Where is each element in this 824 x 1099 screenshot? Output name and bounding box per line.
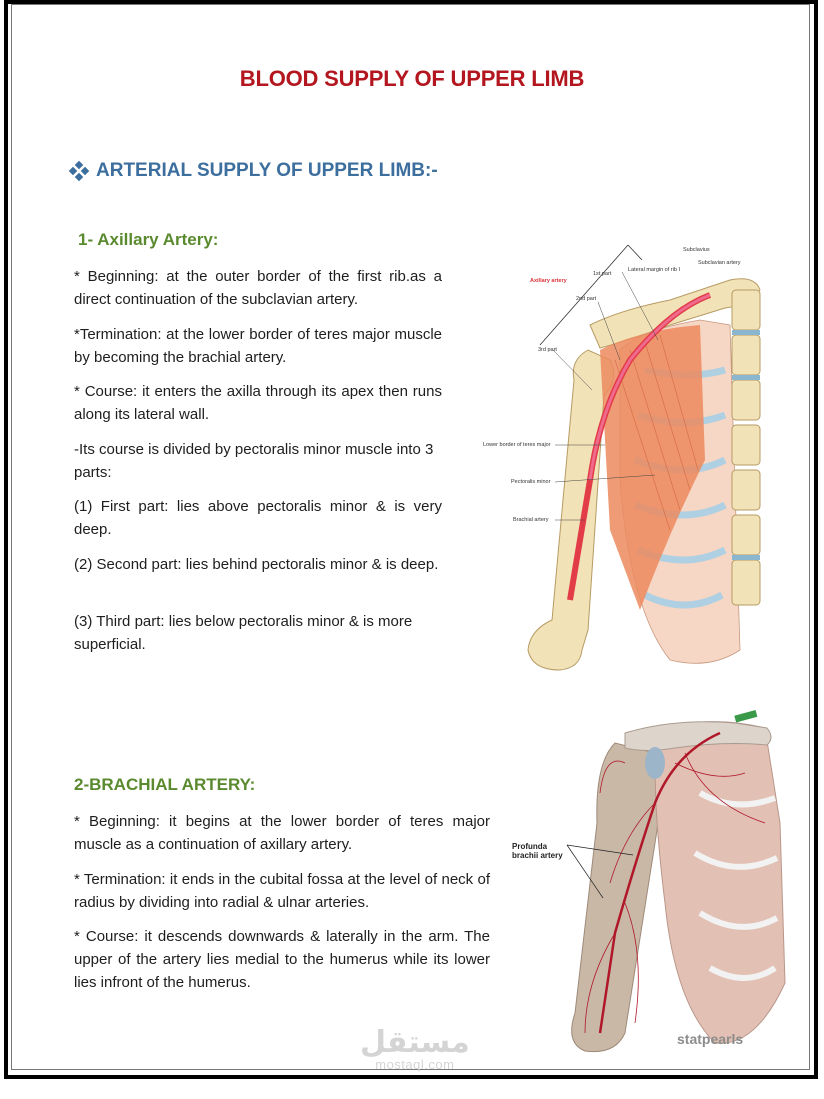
- axillary-course: * Course: it enters the axilla through i…: [74, 383, 442, 423]
- label-profunda: Profunda: [512, 842, 548, 851]
- axillary-divisions: -Its course is divided by pectoralis min…: [74, 441, 434, 481]
- page-border-outer: [4, 0, 818, 1079]
- label-lower-border-teres-major: Lower border of teres major: [483, 442, 551, 448]
- mostaql-watermark: مستقل mostaql.com: [360, 1025, 470, 1072]
- label-axillary-artery: Axillary artery: [530, 278, 567, 284]
- label-subclavius: Subclavius: [683, 247, 710, 253]
- label-subclavian-artery: Subclavian artery: [698, 260, 741, 266]
- label-pectoralis-minor: Pectoralis minor: [511, 479, 551, 485]
- watermark-arabic: مستقل: [360, 1025, 470, 1060]
- axillary-anatomy-illustration: [527, 244, 761, 671]
- axillary-termination: *Termination: at the lower border of ter…: [74, 326, 442, 366]
- label-brachial-artery: Brachial artery: [513, 517, 549, 523]
- label-brachii-artery: brachii artery: [512, 851, 563, 860]
- section-heading-text: ARTERIAL SUPPLY OF UPPER LIMB:-: [96, 160, 438, 181]
- section-heading: ARTERIAL SUPPLY OF UPPER LIMB:-: [68, 160, 438, 182]
- axillary-heading: 1- Axillary Artery:: [78, 230, 219, 249]
- axillary-artery-figure: Subclavius Subclavian artery Lateral mar…: [470, 230, 800, 685]
- brachial-anatomy-illustration: [566, 710, 786, 1053]
- axillary-beginning: * Beginning: at the outer border of the …: [74, 268, 442, 308]
- brachial-beginning: * Beginning: it begins at the lower bord…: [74, 813, 490, 853]
- statpearls-credit: statpearls: [677, 1031, 744, 1047]
- label-second-part: 2nd part: [576, 296, 597, 302]
- axillary-first-part: (1) First part: lies above pectoralis mi…: [74, 498, 442, 538]
- brachial-heading: 2-BRACHIAL ARTERY:: [74, 775, 256, 794]
- page-title: BLOOD SUPPLY OF UPPER LIMB: [239, 66, 585, 91]
- four-diamond-bullet-icon: [68, 160, 90, 182]
- axillary-third-part: (3) Third part: lies below pectoralis mi…: [74, 613, 413, 653]
- page-border-inner: [11, 4, 810, 1070]
- label-third-part: 3rd part: [538, 347, 557, 353]
- brachial-course: * Course: it descends downwards & latera…: [74, 928, 490, 991]
- watermark-latin: mostaql.com: [375, 1057, 455, 1072]
- brachial-artery-figure: Profunda brachii artery statpearls: [505, 703, 795, 1058]
- brachial-termination: * Termination: it ends in the cubital fo…: [74, 871, 490, 911]
- axillary-second-part: (2) Second part: lies behind pectoralis …: [74, 556, 439, 573]
- label-lateral-margin-rib: Lateral margin of rib I: [628, 267, 680, 273]
- label-first-part: 1st part: [593, 271, 612, 277]
